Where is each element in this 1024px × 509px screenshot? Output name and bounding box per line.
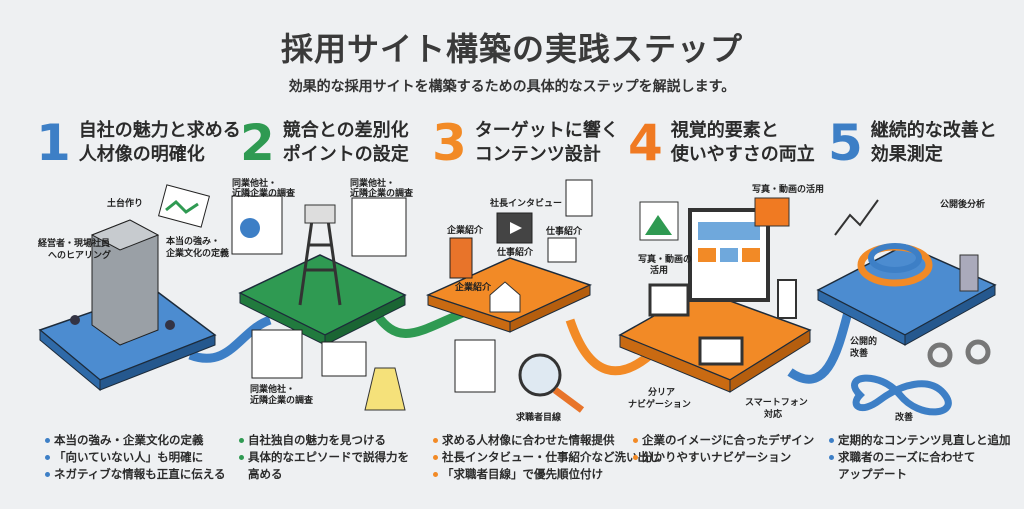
gear-icon [927,342,953,368]
label: スマートフォン [745,397,808,408]
label: 公開後分析 [940,198,985,210]
connector-pipe [188,315,272,363]
label: 同業他社・ [250,383,295,395]
label: 近隣企業の調査 [232,187,296,199]
label: 企業紹介 [446,224,484,236]
label: 写真・動画の活用 [752,183,824,195]
bullet-item: 本当の強み・企業文化の定義 [44,432,225,449]
step-title: 自社の魅力と求める 人材像の明確化 [78,120,241,165]
platform-step-3 [425,179,593,413]
step-3-bullets: 求める人材像に合わせた情報提供 社長インタビュー・仕事紹介など洗い出し 「求職者… [432,432,661,483]
bullet-item: 「求職者目線」で優先順位付け [432,466,661,483]
label: 分リア [648,386,675,398]
label: 仕事紹介 [496,246,534,258]
bullet-item: 具体的なエピソードで説得力を 高める [238,449,409,483]
page-subtitle: 効果的な採用サイトを構築するための具体的なステップを解説します。 [288,79,736,95]
platform-step-4 [618,197,812,393]
label: 改善 [895,411,913,423]
label: 仕事紹介 [545,225,583,237]
step-number: 4 [628,114,663,172]
label: 経営者・現場社員 [38,237,110,249]
process-illustration: 土台作り 経営者・現場社員 へのヒアリング 本当の強み・ 企業文化の定義 同業他… [38,177,997,423]
step-number: 3 [432,114,467,172]
label: 求職者目線 [516,411,561,423]
page-title: 採用サイト構築の実践ステップ [280,30,743,68]
label: 企業文化の定義 [165,247,229,259]
bullet-item: 企業のイメージに合ったデザイン [632,432,814,449]
label: 写真・動画の [638,253,692,265]
gear-icon [965,339,991,365]
step-title: 継続的な改善と 効果測定 [870,120,997,165]
bullet-item: 社長インタビュー・仕事紹介など洗い出し [432,449,661,466]
label: 対応 [763,408,782,420]
step-title: 視覚的要素と 使いやすさの両立 [670,120,815,165]
label: へのヒアリング [48,249,111,261]
label: 企業紹介 [454,281,492,293]
step-1-bullets: 本当の強み・企業文化の定義 「向いていない人」も明確に ネガティブな情報も正直に… [44,432,225,483]
label: 公開的 [850,335,877,347]
label: ナビゲーション [628,398,691,410]
label: 近隣企業の調査 [350,187,414,199]
platform-step-5 [816,199,997,416]
platform-step-2 [231,195,407,411]
bullet-item: 求職者のニーズに合わせて アップデート [828,449,1011,483]
label: 同業他社・ [350,177,395,189]
connector-pipe [371,305,472,338]
bullet-item: 分かりやすいナビゲーション [632,449,814,466]
step-4-bullets: 企業のイメージに合ったデザイン 分かりやすいナビゲーション [632,432,814,466]
label: 社長インタビュー [489,197,562,209]
step-2-bullets: 自社独自の魅力を見つける 具体的なエピソードで説得力を 高める [238,432,409,483]
magnifier-icon [518,353,562,397]
bullet-item: ネガティブな情報も正直に伝える [44,466,225,483]
step-title: ターゲットに響く コンテンツ設計 [474,120,619,165]
platform-step-1 [38,184,217,392]
bullet-item: 自社独自の魅力を見つける [238,432,409,449]
bullet-item: 「向いていない人」も明確に [44,449,225,466]
step-number: 2 [240,114,275,172]
step-5-bullets: 定期的なコンテンツ見直しと追加 求職者のニーズに合わせて アップデート [828,432,1011,483]
label: 土台作り [107,197,143,209]
step-number: 1 [36,114,71,172]
bullet-item: 求める人材像に合わせた情報提供 [432,432,661,449]
step-number: 5 [828,114,863,172]
bullet-item: 定期的なコンテンツ見直しと追加 [828,432,1011,449]
label: 本当の強み・ [166,235,220,247]
step-title: 競合との差別化 ポイントの設定 [282,120,409,165]
label: 改善 [850,347,868,359]
label: 近隣企業の調査 [250,394,314,406]
label: 活用 [650,264,668,276]
infinity-loop-icon [851,374,952,416]
connector-pipe [565,318,653,376]
connector-pipe [787,303,855,384]
label: 同業他社・ [232,177,277,189]
